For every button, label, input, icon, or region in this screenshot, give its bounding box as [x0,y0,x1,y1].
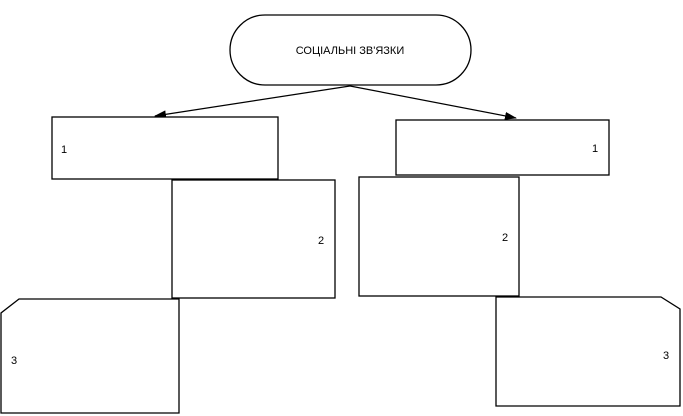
right-box-1-label: 1 [592,143,598,155]
arrow-to-left-box-1 [154,85,351,119]
right-box-3: 3 [495,296,681,407]
arrow-to-right-box-1 [349,85,517,120]
right-box-2-label: 2 [502,232,508,244]
right-box-1: 1 [395,119,610,176]
left-box-2: 2 [171,179,336,299]
left-box-2-label: 2 [318,235,324,247]
root-node-label: СОЦІАЛЬНІ ЗВ'ЯЗКИ [296,45,405,57]
right-box-2: 2 [358,176,520,297]
left-box-1-label: 1 [61,144,67,156]
left-box-3: 3 [0,298,180,414]
left-box-3-label: 3 [11,355,17,367]
root-node: СОЦІАЛЬНІ ЗВ'ЯЗКИ [229,14,472,86]
left-box-1: 1 [51,116,279,180]
right-box-3-label: 3 [663,350,669,362]
